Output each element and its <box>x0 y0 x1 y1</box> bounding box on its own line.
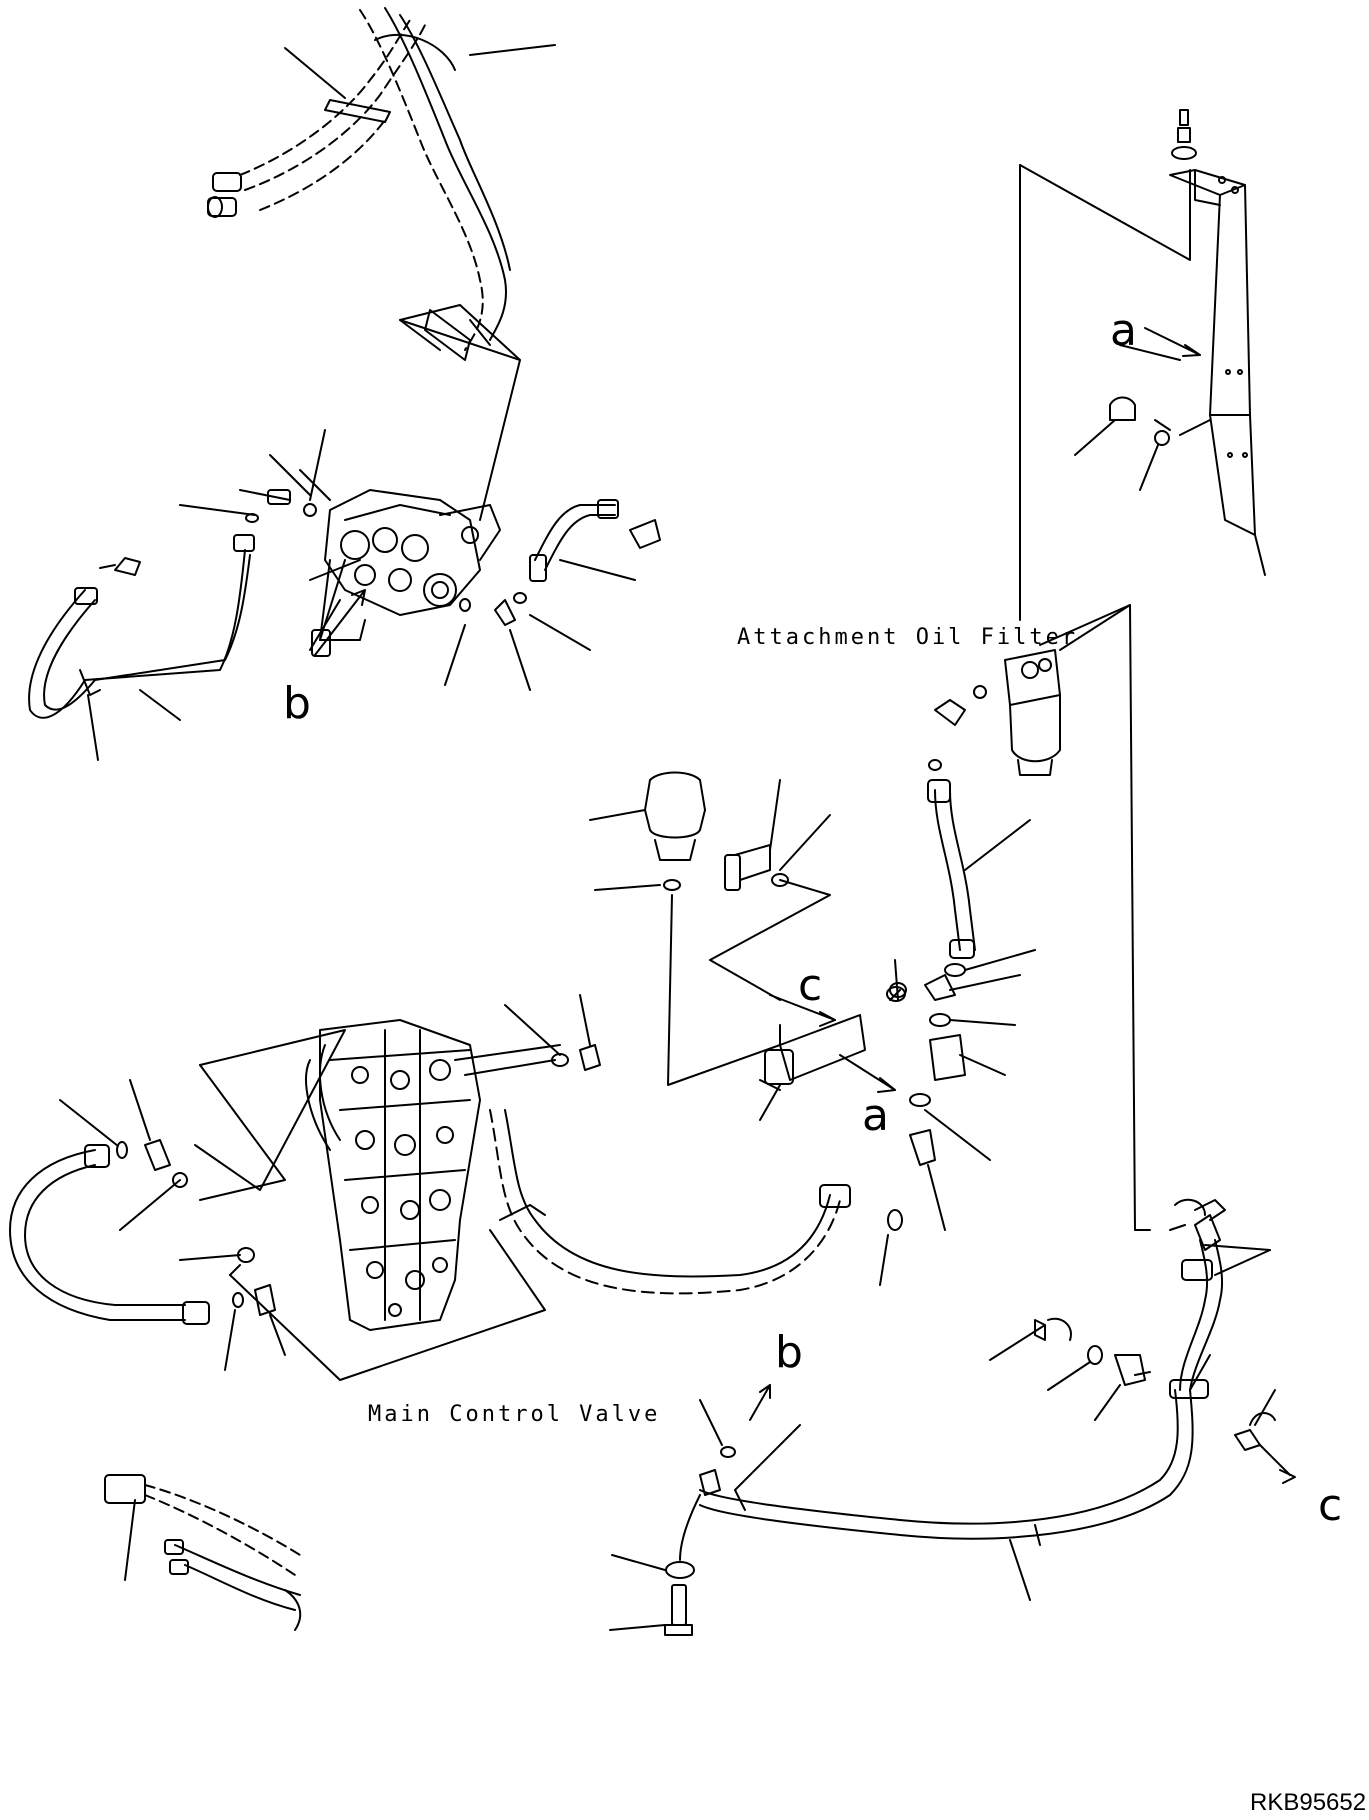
drawing-code-label: RKB95652 <box>1250 1789 1366 1816</box>
main-return-hose <box>489 1109 851 1295</box>
ref-letter-b-lower: b <box>775 1327 803 1378</box>
ref-letter-c-upper: c <box>798 960 822 1011</box>
arrow-b-upper <box>314 589 366 656</box>
ref-letter-b-upper: b <box>283 678 311 729</box>
harness-assembly <box>104 1474 302 1631</box>
ref-letter-a-lower: a <box>862 1090 889 1141</box>
junction-bracket <box>759 959 907 1121</box>
left-long-hose <box>9 1079 286 1371</box>
clamp-hardware <box>989 1317 1296 1484</box>
main-control-valve-label: Main Control Valve <box>368 1402 660 1427</box>
ref-letter-a-upper: a <box>1110 305 1137 356</box>
left-small-hose <box>28 534 255 761</box>
lower-drain-hose <box>609 1198 1271 1636</box>
attachment-oil-filter-label: Attachment Oil Filter <box>737 625 1078 650</box>
upper-right-hose <box>529 499 661 582</box>
ref-letter-c-lower: c <box>1318 1480 1342 1531</box>
arrow-b-upper-2 <box>309 599 341 651</box>
arrow-a-upper <box>1144 327 1201 357</box>
upper-hose-assembly <box>207 7 556 361</box>
filter-mounting-bracket <box>1019 109 1266 621</box>
pilot-valve-block <box>179 304 591 691</box>
attachment-oil-filter <box>928 604 1151 1231</box>
main-control-valve <box>194 994 601 1381</box>
small-filter-cartridge <box>589 771 831 1086</box>
filter-feed-hose <box>879 779 1036 1286</box>
